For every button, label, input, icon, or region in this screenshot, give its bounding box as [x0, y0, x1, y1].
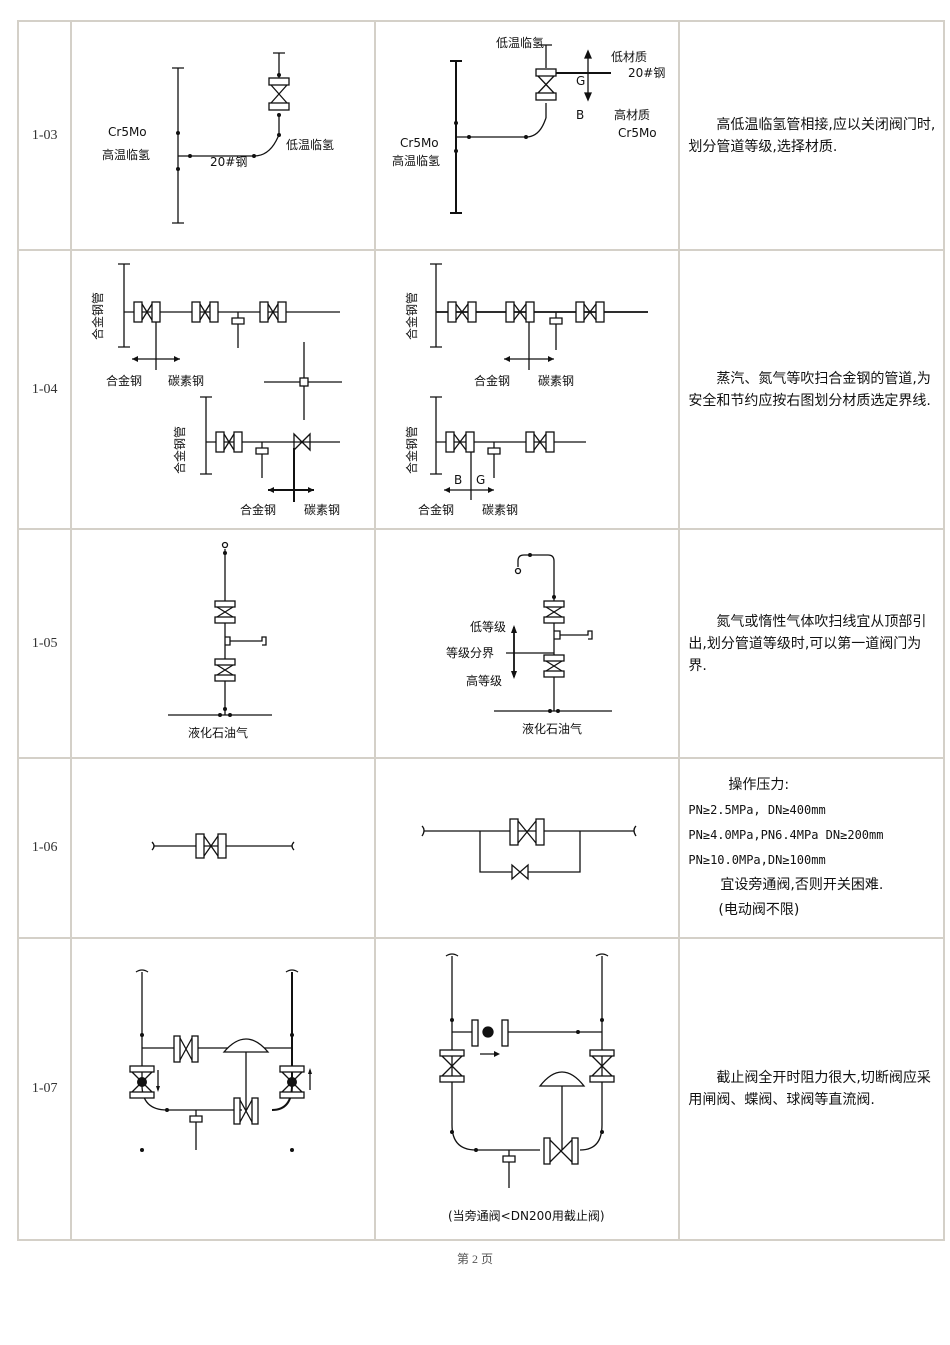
piping-diagram-1-03-right: 低温临氢 低材质 20#钢 G B 高材质 Cr5Mo Cr5Mo 高温临氢 — [392, 35, 666, 214]
high-grade-label: 高等级 — [466, 673, 502, 688]
condition-line: PN≥10.0MPa,DN≥100mm — [688, 853, 826, 867]
high-material-value: Cr5Mo — [618, 126, 657, 140]
diagram-right: 低温临氢 低材质 20#钢 G B 高材质 Cr5Mo Cr5Mo 高温临氢 — [374, 20, 681, 251]
vertical-pipe-label: 合金钢管 — [90, 292, 105, 340]
top-label: 低温临氢 — [496, 35, 544, 50]
branch-end-label: 低温临氢 — [286, 137, 334, 152]
diagram-left — [70, 757, 377, 939]
description-text: 氮气或惰性气体吹扫线宜从顶部引出,划分管道等级时,可以第一道阀门为界. — [688, 613, 927, 674]
description-text: 高低温临氢管相接,应以关闭阀门时,划分管道等级,选择材质. — [688, 116, 936, 155]
piping-diagram-1-04-right: 合金钢管 合金钢 碳素钢 合金钢管 B G 合金钢 碳素钢 — [404, 263, 649, 517]
row-code: 1-04 — [16, 249, 73, 530]
carbon-steel-label: 碳素钢 — [538, 374, 574, 388]
diagram-right: 合金钢管 合金钢 碳素钢 合金钢管 B G 合金钢 碳素钢 — [374, 249, 681, 530]
low-material-label: 低材质 — [611, 50, 647, 64]
operating-pressure-title: 操作压力: — [728, 777, 790, 793]
row-code: 1-06 — [16, 757, 73, 939]
alloy-steel-label: 合金钢 — [240, 502, 276, 517]
description-text: 截止阀全开时阻力很大,切断阀应采用闸阀、蝶阀、球阀等直流阀. — [688, 1070, 931, 1108]
page-number: 第 2 页 — [456, 1252, 493, 1266]
condition-line: PN≥4.0MPa,PN6.4MPa DN≥200mm — [688, 828, 884, 842]
row-description: 截止阀全开时阻力很大,切断阀应采用闸阀、蝶阀、球阀等直流阀. — [678, 937, 945, 1241]
main-line-label: 高温临氢 — [392, 153, 440, 168]
table-row: 1-03 Cr5Mo 高温临氢 20 — [16, 20, 945, 251]
row-code: 1-03 — [16, 20, 73, 251]
diagram-left: Cr5Mo 高温临氢 20#钢 低温临氢 — [70, 20, 377, 251]
piping-diagram-1-07-left — [129, 969, 313, 1152]
g-marker: G — [476, 473, 485, 487]
piping-diagram-1-06-left — [151, 833, 295, 859]
alloy-steel-label: 合金钢 — [418, 502, 454, 517]
material-label: Cr5Mo — [108, 125, 147, 139]
diagram-left: 液化石油气 — [70, 528, 377, 759]
alloy-steel-label: 合金钢 — [106, 373, 142, 388]
b-marker: B — [454, 473, 462, 487]
piping-diagram-1-06-right — [421, 818, 637, 881]
vertical-pipe-label: 合金钢管 — [404, 426, 419, 474]
description-text: 蒸汽、氮气等吹扫合金钢的管道,为安全和节约应按右图划分材质选定界线. — [688, 370, 931, 409]
bypass-caption: (当旁通阀<DN200用截止阀) — [448, 1208, 605, 1223]
carbon-steel-label: 碳素钢 — [168, 374, 204, 388]
piping-diagram-1-07-right: (当旁通阀<DN200用截止阀) — [439, 953, 616, 1223]
diagram-left: 合金钢管 合金钢 碳素钢 合金钢管 合金钢 碳素钢 — [70, 249, 377, 530]
vertical-pipe-label: 合金钢管 — [404, 292, 419, 340]
low-material-value: 20#钢 — [628, 66, 665, 80]
bypass-note: 宜设旁通阀,否则开关困难. — [720, 877, 884, 893]
low-grade-label: 低等级 — [470, 620, 506, 634]
row-description: 操作压力: PN≥2.5MPa, DN≥400mm PN≥4.0MPa,PN6.… — [678, 757, 945, 939]
main-line-label: 高温临氢 — [102, 147, 150, 162]
table-row: 1-06 — [16, 757, 945, 939]
table-row: 1-04 — [16, 249, 945, 530]
lpg-header-label: 液化石油气 — [188, 725, 248, 740]
diagram-left — [70, 937, 377, 1241]
row-description: 高低温临氢管相接,应以关闭阀门时,划分管道等级,选择材质. — [678, 20, 945, 251]
high-material-label: 高材质 — [614, 107, 650, 122]
grade-boundary-label: 等级分界 — [446, 646, 494, 660]
branch-label: 20#钢 — [210, 155, 247, 169]
row-description: 蒸汽、氮气等吹扫合金钢的管道,为安全和节约应按右图划分材质选定界线. — [678, 249, 945, 530]
condition-line: PN≥2.5MPa, DN≥400mm — [688, 803, 826, 817]
row-description: 氮气或惰性气体吹扫线宜从顶部引出,划分管道等级时,可以第一道阀门为界. — [678, 528, 945, 759]
diagram-right: 低等级 等级分界 高等级 液化石油气 — [374, 528, 681, 759]
vertical-pipe-label: 合金钢管 — [172, 426, 187, 474]
piping-diagram-1-05-right: 低等级 等级分界 高等级 液化石油气 — [446, 553, 613, 736]
material-label: Cr5Mo — [400, 136, 439, 150]
row-code: 1-05 — [16, 528, 73, 759]
table-row: 1-05 液化石油气 — [16, 528, 945, 759]
row-code: 1-07 — [16, 937, 73, 1241]
alloy-steel-label: 合金钢 — [474, 373, 510, 388]
diagram-right — [374, 757, 681, 939]
g-marker: G — [576, 74, 585, 88]
lpg-header-label: 液化石油气 — [522, 721, 582, 736]
piping-diagram-1-05-left: 液化石油气 — [168, 541, 273, 740]
diagram-right: (当旁通阀<DN200用截止阀) — [374, 937, 681, 1241]
piping-diagram-1-03-left: Cr5Mo 高温临氢 20#钢 低温临氢 — [102, 52, 334, 224]
carbon-steel-label: 碳素钢 — [482, 503, 518, 517]
b-marker: B — [576, 108, 584, 122]
bypass-note-exception: (电动阀不限) — [718, 902, 800, 918]
piping-diagram-1-04-left: 合金钢管 合金钢 碳素钢 合金钢管 合金钢 碳素钢 — [90, 263, 343, 517]
valve-spec-table: 1-03 Cr5Mo 高温临氢 20 — [16, 20, 945, 1241]
carbon-steel-label: 碳素钢 — [304, 503, 340, 517]
table-row: 1-07 — [16, 937, 945, 1241]
